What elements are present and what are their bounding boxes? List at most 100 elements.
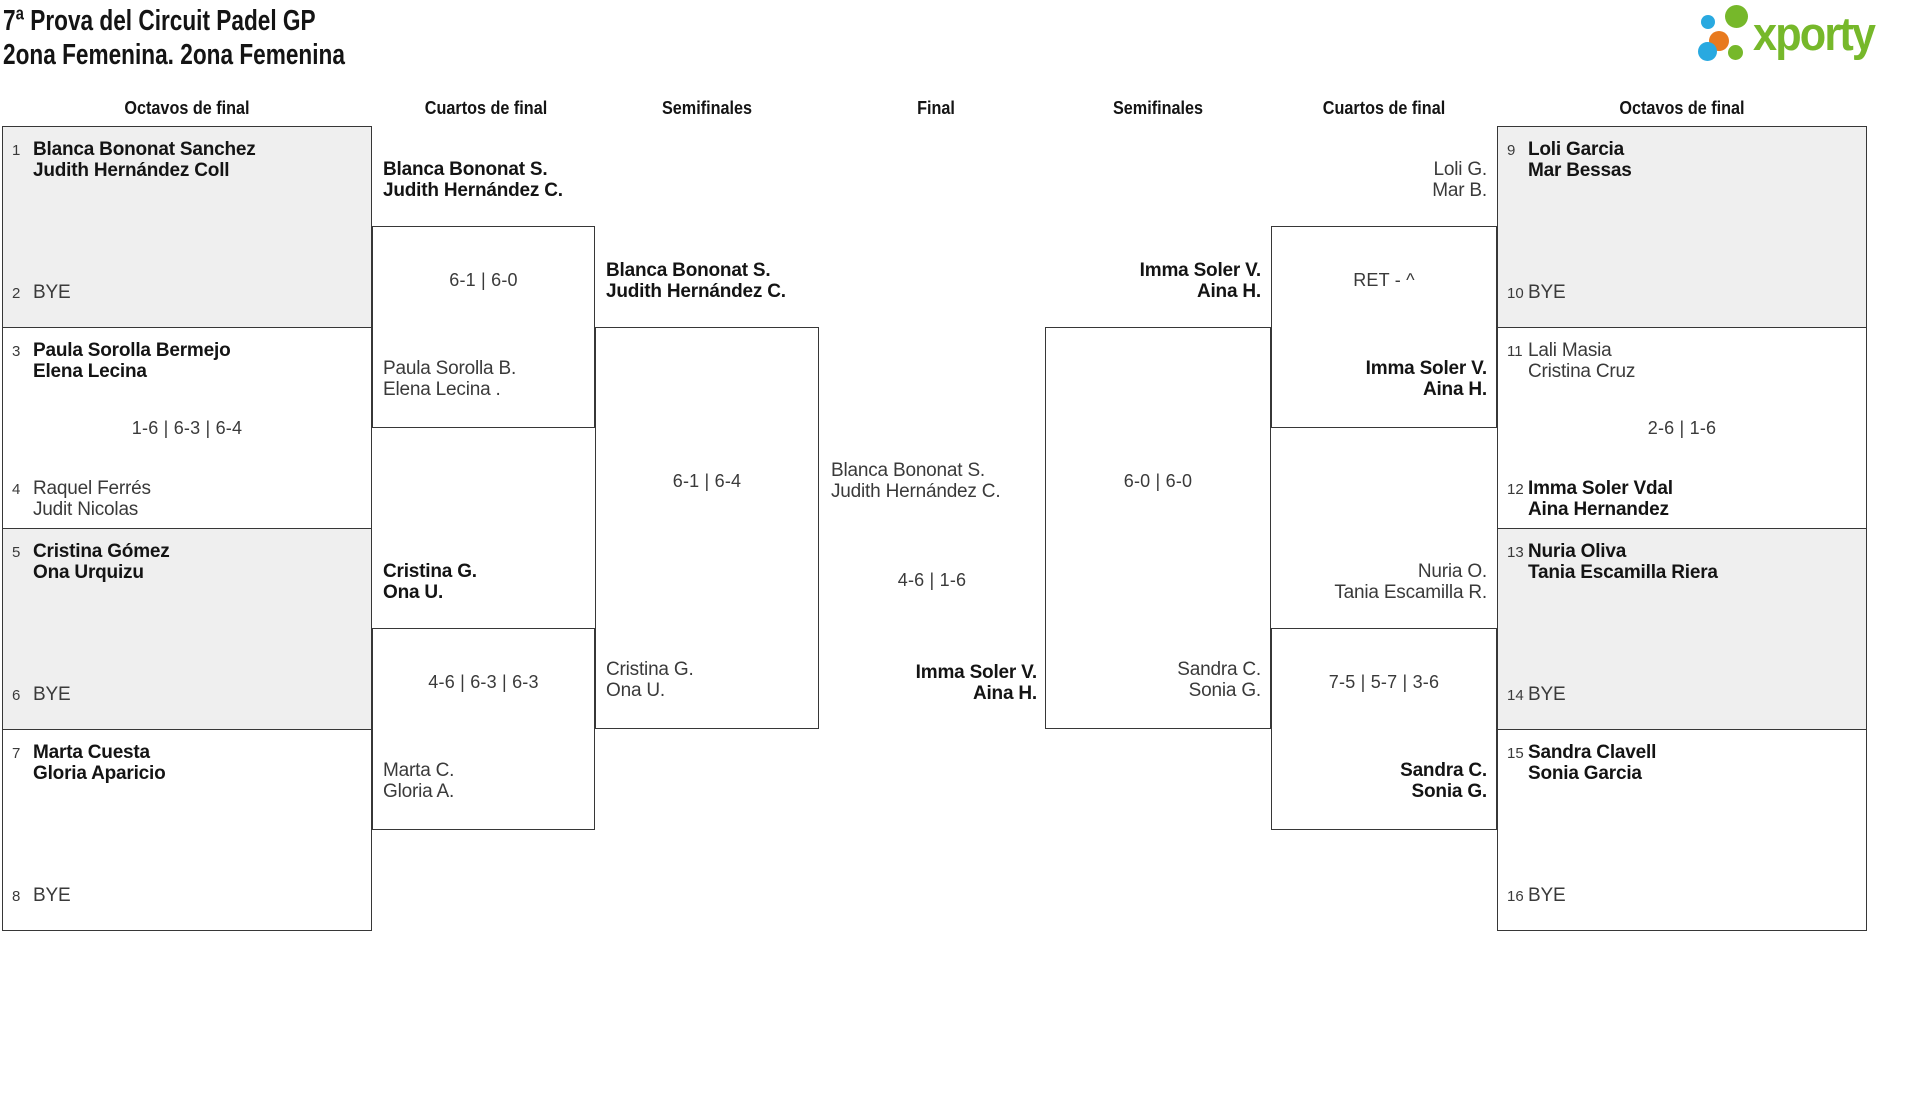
team-slot: 16 BYE xyxy=(1507,885,1858,906)
team-slot: 5 Cristina Gómez Ona Urquizu xyxy=(12,541,363,583)
team-name: BYE xyxy=(33,885,71,906)
team-name: Paula Sorolla Bermejo Elena Lecina xyxy=(33,340,231,382)
final-score: 4-6 | 1-6 xyxy=(897,570,967,590)
match-box-cuartos-right-2: Nuria O. Tania Escamilla R. 7-5 | 5-7 | … xyxy=(1271,561,1497,830)
page-title-line1: 7ª Prova del Circuit Padel GP xyxy=(3,5,316,37)
match-box-octavos-4: 7 Marta Cuesta Gloria Aparicio 8 BYE xyxy=(2,729,372,931)
match-box-octavos-7: 13 Nuria Oliva Tania Escamilla Riera 14 … xyxy=(1497,528,1867,730)
match-score: RET - ^ xyxy=(1353,270,1415,290)
logo-dot-green-large-icon xyxy=(1725,5,1748,28)
logo-dot-blue-small-icon xyxy=(1701,15,1715,29)
team-slot: 12 Imma Soler Vdal Aina Hernandez xyxy=(1507,478,1858,520)
match-box-octavos-2: 3 Paula Sorolla Bermejo Elena Lecina 1-6… xyxy=(2,327,372,529)
team-name: BYE xyxy=(1528,684,1566,705)
team-slot: 13 Nuria Oliva Tania Escamilla Riera xyxy=(1507,541,1858,583)
seed-number: 6 xyxy=(12,687,21,704)
team-name: Imma Soler V. Aina H. xyxy=(1365,358,1488,400)
seed-number: 16 xyxy=(1507,888,1524,905)
team-name: Blanca Bononat Sanchez Judith Hernández … xyxy=(33,139,256,181)
seed-number: 1 xyxy=(12,142,21,159)
seed-number: 9 xyxy=(1507,142,1516,159)
round-label-octavos-right: Octavos de final xyxy=(1619,98,1745,118)
team-name: Imma Soler V. Aina H. xyxy=(1139,260,1262,302)
match-box-cuartos-left-1: Blanca Bononat S. Judith Hernández C. 6-… xyxy=(372,159,595,428)
team-name: Sandra Clavell Sonia Garcia xyxy=(1528,742,1657,784)
seed-number: 11 xyxy=(1507,343,1523,360)
team-name: BYE xyxy=(33,684,71,705)
match-box-octavos-5: 9 Loli Garcia Mar Bessas 10 BYE xyxy=(1497,126,1867,328)
team-name: Cristina G. Ona U. xyxy=(383,561,477,603)
seed-number: 15 xyxy=(1507,745,1524,762)
seed-number: 7 xyxy=(12,745,21,762)
round-label-cuartos-left: Cuartos de final xyxy=(424,98,548,118)
match-score: 2-6 | 1-6 xyxy=(1647,418,1717,438)
team-slot: 10 BYE xyxy=(1507,282,1858,303)
round-label-semis-right: Semifinales xyxy=(1112,98,1204,118)
final-team-left: Blanca Bononat S. Judith Hernández C. xyxy=(831,460,1001,502)
team-slot: 4 Raquel Ferrés Judit Nicolas xyxy=(12,478,363,520)
seed-number: 13 xyxy=(1507,544,1524,561)
team-name: Cristina Gómez Ona Urquizu xyxy=(33,541,170,583)
team-slot: 3 Paula Sorolla Bermejo Elena Lecina xyxy=(12,340,363,382)
logo-dot-green-small-icon xyxy=(1728,45,1743,60)
team-slot: 15 Sandra Clavell Sonia Garcia xyxy=(1507,742,1858,784)
team-name: Marta C. Gloria A. xyxy=(383,760,455,802)
match-score: 1-6 | 6-3 | 6-4 xyxy=(131,418,243,438)
match-box-semifinal-right: Imma Soler V. Aina H. 6-0 | 6-0 Sandra C… xyxy=(1045,260,1271,729)
team-slot: 11 Lali Masia Cristina Cruz xyxy=(1507,340,1858,382)
team-name: Sandra C. Sonia G. xyxy=(1177,659,1261,701)
seed-number: 5 xyxy=(12,544,21,561)
logo-wordmark: xporty xyxy=(1753,7,1876,60)
team-name: Loli Garcia Mar Bessas xyxy=(1528,139,1632,181)
match-score: 6-1 | 6-4 xyxy=(672,471,742,491)
round-label-cuartos-right: Cuartos de final xyxy=(1322,98,1446,118)
team-name: Paula Sorolla B. Elena Lecina . xyxy=(383,358,517,400)
xporty-logo[interactable]: xporty xyxy=(1698,3,1913,67)
team-name: Blanca Bononat S. Judith Hernández C. xyxy=(383,159,563,201)
page-title: 7ª Prova del Circuit Padel GP 2ona Femen… xyxy=(3,4,345,72)
seed-number: 2 xyxy=(12,285,21,302)
match-score: 6-1 | 6-0 xyxy=(449,270,518,290)
match-score: 7-5 | 5-7 | 3-6 xyxy=(1328,672,1440,692)
match-score: 4-6 | 6-3 | 6-3 xyxy=(428,672,539,692)
match-score: 6-0 | 6-0 xyxy=(1123,471,1193,491)
team-slot: 14 BYE xyxy=(1507,684,1858,705)
team-name: Nuria Oliva Tania Escamilla Riera xyxy=(1528,541,1718,583)
logo-dot-blue-large-icon xyxy=(1698,42,1717,61)
match-box-octavos-1: 1 Blanca Bononat Sanchez Judith Hernánde… xyxy=(2,126,372,328)
seed-number: 4 xyxy=(12,481,21,498)
seed-number: 12 xyxy=(1507,481,1524,498)
round-label-semis-left: Semifinales xyxy=(661,98,753,118)
team-name: Sandra C. Sonia G. xyxy=(1400,760,1487,802)
final-team-right: Imma Soler V. Aina H. xyxy=(915,662,1038,704)
match-box-cuartos-right-1: Loli G. Mar B. RET - ^ Imma Soler V. Ain… xyxy=(1271,159,1497,428)
match-box-octavos-6: 11 Lali Masia Cristina Cruz 2-6 | 1-6 12… xyxy=(1497,327,1867,529)
match-box-octavos-8: 15 Sandra Clavell Sonia Garcia 16 BYE xyxy=(1497,729,1867,931)
seed-number: 10 xyxy=(1507,285,1524,302)
team-name: BYE xyxy=(1528,885,1566,906)
team-name: Imma Soler Vdal Aina Hernandez xyxy=(1528,478,1673,520)
seed-number: 8 xyxy=(12,888,21,905)
team-name: Marta Cuesta Gloria Aparicio xyxy=(33,742,166,784)
team-slot: 9 Loli Garcia Mar Bessas xyxy=(1507,139,1858,181)
seed-number: 3 xyxy=(12,343,21,360)
round-label-octavos-left: Octavos de final xyxy=(124,98,250,118)
match-box-semifinal-left: Blanca Bononat S. Judith Hernández C. 6-… xyxy=(595,260,819,729)
team-name: BYE xyxy=(1528,282,1566,303)
round-label-final: Final xyxy=(917,98,955,118)
team-slot: 2 BYE xyxy=(12,282,363,303)
team-slot: 1 Blanca Bononat Sanchez Judith Hernánde… xyxy=(12,139,363,181)
team-slot: 8 BYE xyxy=(12,885,363,906)
team-name: BYE xyxy=(33,282,71,303)
team-name: Lali Masia Cristina Cruz xyxy=(1528,340,1636,382)
team-slot: 6 BYE xyxy=(12,684,363,705)
match-box-cuartos-left-2: Cristina G. Ona U. 4-6 | 6-3 | 6-3 Marta… xyxy=(372,561,595,830)
seed-number: 14 xyxy=(1507,687,1524,704)
team-name: Nuria O. Tania Escamilla R. xyxy=(1334,561,1487,603)
team-name: Raquel Ferrés Judit Nicolas xyxy=(33,478,151,520)
team-slot: 7 Marta Cuesta Gloria Aparicio xyxy=(12,742,363,784)
team-name: Blanca Bononat S. Judith Hernández C. xyxy=(606,260,786,302)
page-title-line2: 2ona Femenina. 2ona Femenina xyxy=(3,39,345,71)
team-name: Cristina G. Ona U. xyxy=(606,659,694,701)
